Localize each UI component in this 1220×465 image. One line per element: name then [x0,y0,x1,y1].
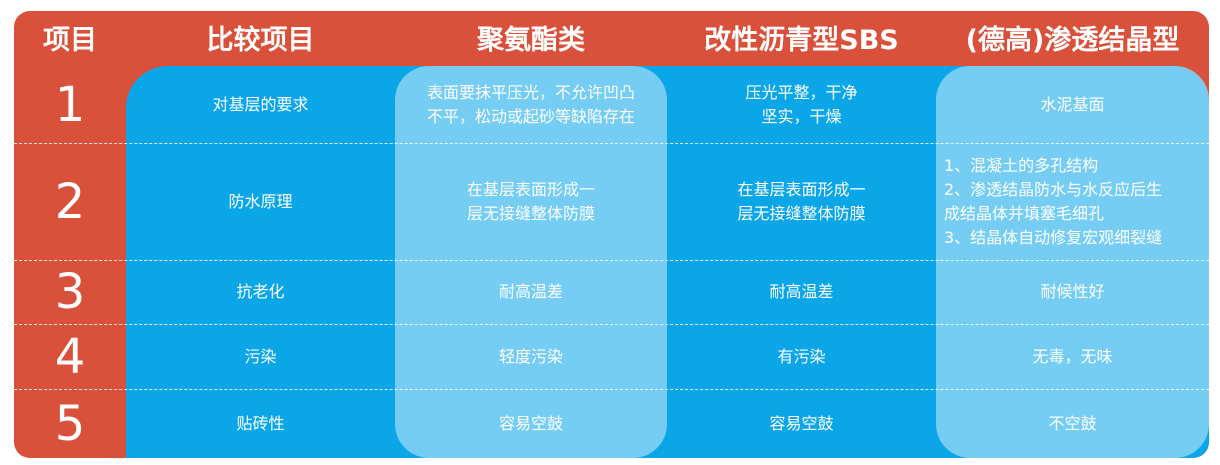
crystalline-column-highlight [936,66,1209,458]
cell-sbs: 耐高温差 [769,282,834,301]
cell-polyurethane: 耐高温差 [498,282,563,301]
cell-polyurethane: 轻度污染 [498,346,563,366]
row-number: 2 [54,173,86,230]
row-item-label: 防水原理 [228,191,293,211]
row-number: 4 [54,328,86,385]
row-number: 3 [54,264,86,320]
cell-polyurethane: 容易空鼓 [498,413,563,433]
cell-crystalline: 无毒，无味 [1032,346,1113,366]
cell-sbs: 有污染 [777,346,826,366]
row-item-label: 污染 [244,346,277,366]
cell-crystalline: 1、混凝土的多孔结构 2、渗透结晶防水与水反应后生 成结晶体并填塞毛细孔 3、结… [944,155,1163,247]
cell-polyurethane: 表面要抹平压光，不允许凹凸 不平，松动或起砂等缺陷存在 [426,82,635,126]
row-item-label: 抗老化 [236,282,285,301]
row-separator [14,260,1209,261]
cell-crystalline: 耐候性好 [1040,282,1105,301]
cell-sbs: 压光平整，干净 坚实，干燥 [745,82,858,126]
row-separator [14,324,1209,325]
cell-crystalline: 水泥基面 [1040,94,1105,114]
row-item-label: 贴砖性 [236,413,285,433]
comparison-table: 项目 比较项目 聚氨酯类 改性沥青型SBS (德高)渗透结晶型 1 对基层的要求… [14,11,1209,458]
cell-sbs: 容易空鼓 [769,413,834,433]
row-separator [14,389,1209,390]
row-number: 1 [54,76,86,133]
header-polyurethane: 聚氨酯类 [477,24,585,56]
header-item-number: 项目 [43,24,97,56]
cell-crystalline: 不空鼓 [1048,413,1097,433]
row-number: 5 [54,395,86,452]
polyurethane-column-highlight [395,66,667,458]
header-crystalline: (德高)渗透结晶型 [965,24,1180,56]
row-item-label: 对基层的要求 [212,94,309,114]
cell-sbs: 在基层表面形成一 层无接缝整体防膜 [737,179,866,223]
header-compare-item: 比较项目 [206,24,315,56]
header-sbs: 改性沥青型SBS [704,24,899,56]
cell-polyurethane: 在基层表面形成一 层无接缝整体防膜 [466,179,595,223]
row-separator [14,143,1209,144]
